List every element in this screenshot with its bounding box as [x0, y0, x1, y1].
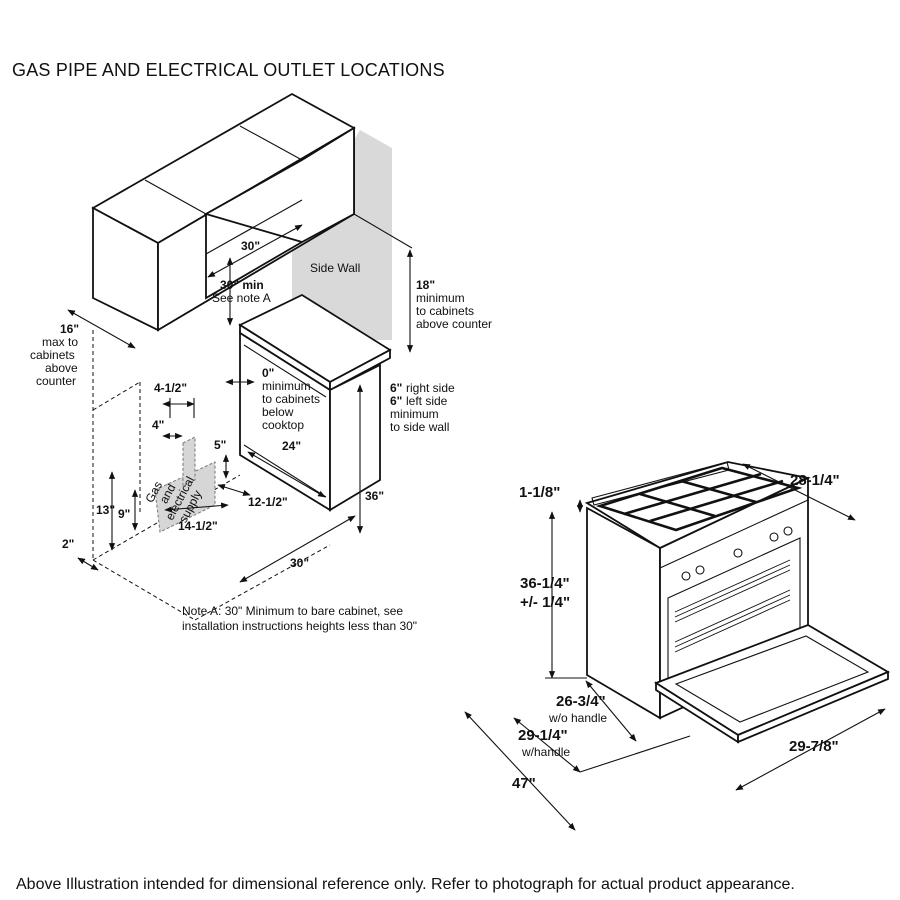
knob-2 [695, 565, 705, 575]
note-a-line-1: Note A: 30" Minimum to bare cabinet, see [182, 604, 403, 618]
range-illustration: 1-1/8" 28-1/4" 36-1/4" +/- 1/4" 26-3/4" … [464, 461, 891, 831]
zero-clearance-dimension: 0" [262, 366, 274, 380]
side-left-label: left side [406, 394, 448, 408]
disclaimer-footer: Above Illustration intended for dimensio… [16, 876, 795, 893]
hood-width-dimension: 30" [241, 239, 260, 253]
max-cabinets-dimension: 16" [60, 322, 79, 336]
range-height-tolerance: +/- 1/4" [520, 594, 570, 611]
side-left-dimension: 6" [390, 394, 402, 408]
knob-4 [769, 532, 779, 542]
counter-depth-dimension: 24" [282, 439, 301, 453]
dim-4: 4" [152, 418, 164, 432]
side-wall-line-1: minimum [390, 407, 439, 421]
max-cabinets-line-2: cabinets [30, 348, 75, 362]
side-wall-panel [292, 130, 392, 340]
zero-clearance-line-3: below [262, 405, 294, 419]
side-right-dimension: 6" [390, 381, 402, 395]
counter-height-dimension: 36" [365, 489, 384, 503]
side-right-label: right side [406, 381, 455, 395]
min-cabinets-dimension: 18" [416, 278, 435, 292]
zero-clearance-line-1: minimum [262, 379, 311, 393]
overall-width-dimension: 29-7/8" [789, 738, 839, 755]
supply-region: Gas and electrical supply [142, 436, 216, 533]
depth-handle-dimension: 29-1/4" [518, 727, 568, 744]
min-cabinets-line-3: above counter [416, 317, 492, 331]
grate-height-dimension: 1-1/8" [519, 484, 560, 501]
knob-1 [681, 571, 691, 581]
depth-door-open-dimension: 47" [512, 775, 536, 792]
oven-door-window [674, 635, 870, 723]
see-note-label: See note A [212, 291, 271, 305]
zero-clearance-line-2: to cabinets [262, 392, 320, 406]
knob-3 [733, 548, 743, 558]
dim-9: 9" [118, 507, 130, 521]
page-title: GAS PIPE AND ELECTRICAL OUTLET LOCATIONS [12, 60, 445, 80]
max-cabinets-line-4: counter [36, 374, 76, 388]
knob-5 [783, 526, 793, 536]
side-wall-label: Side Wall [310, 261, 360, 275]
min-cabinets-line-2: to cabinets [416, 304, 474, 318]
clearance-above-dimension: 30" min [220, 278, 264, 292]
oven-racks [674, 559, 791, 653]
min-cabinets-line-1: minimum [416, 291, 465, 305]
dim-13: 13" [96, 503, 115, 517]
installation-illustration: Side Wall [30, 92, 492, 633]
range-height-dimension: 36-1/4" [520, 575, 570, 592]
install-dimension-lines [67, 213, 414, 583]
zero-clearance-line-4: cooktop [262, 418, 304, 432]
dim-4-1-2: 4-1/2" [154, 381, 187, 395]
depth-handle-note: w/handle [521, 745, 570, 759]
note-a-line-2: installation instructions heights less t… [182, 619, 417, 633]
dim-14-1-2: 14-1/2" [178, 519, 218, 533]
opening-width-dimension: 30" [290, 556, 309, 570]
side-wall-line-2: to side wall [390, 420, 449, 434]
depth-no-handle-note: w/o handle [548, 711, 607, 725]
dim-12-1-2: 12-1/2" [248, 495, 288, 509]
max-cabinets-line-3: above [45, 361, 78, 375]
range-dimension-lines [464, 463, 886, 831]
depth-no-handle-dimension: 26-3/4" [556, 693, 606, 710]
dim-2: 2" [62, 537, 74, 551]
dim-5: 5" [214, 438, 226, 452]
max-cabinets-line-1: max to [42, 335, 78, 349]
range-width-dimension: 28-1/4" [790, 472, 840, 489]
